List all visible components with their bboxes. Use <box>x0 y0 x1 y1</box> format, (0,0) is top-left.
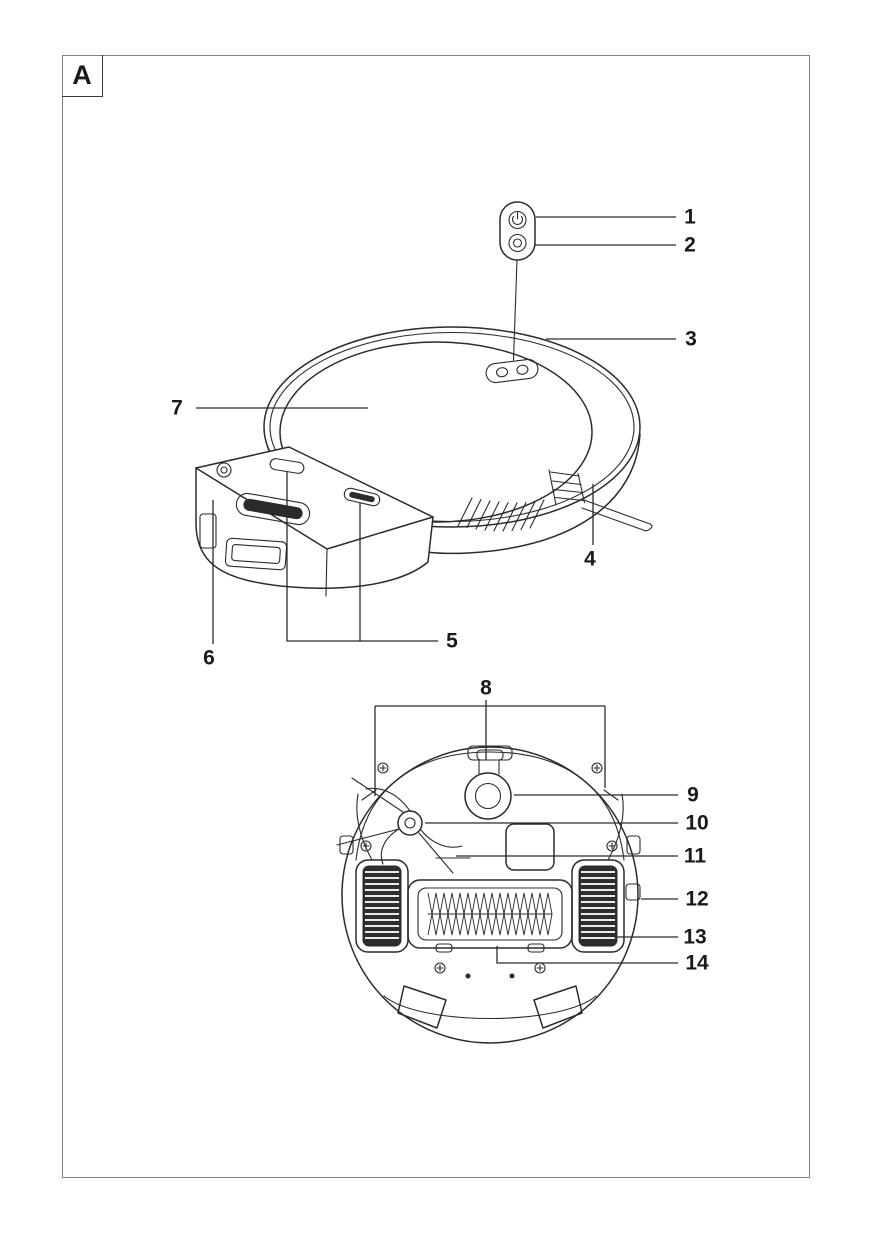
callout-number-10: 10 <box>685 811 709 835</box>
callout-number-12: 12 <box>685 887 709 911</box>
left-wheel <box>355 859 409 953</box>
rim-details <box>339 789 641 901</box>
left-rim-contact <box>339 835 354 855</box>
callout-number-14: 14 <box>685 951 709 975</box>
dock-bump <box>216 462 232 478</box>
callout-number-11: 11 <box>683 844 707 868</box>
dock-front-recess <box>224 537 288 571</box>
callout-number-9: 9 <box>687 783 699 807</box>
callout-number-7: 7 <box>171 396 183 420</box>
vent-grille-icon <box>457 497 545 532</box>
power-icon <box>508 210 527 230</box>
detail-connector-line <box>512 259 518 361</box>
dock-slot-small <box>269 458 305 474</box>
side-sensor-strip <box>548 469 586 506</box>
bumper-seam <box>355 751 625 861</box>
ring-button-icon <box>508 233 527 253</box>
figure-frame <box>62 55 810 1178</box>
callout-number-1: 1 <box>684 205 696 229</box>
top-view-illustration <box>195 201 653 597</box>
right-wheel <box>571 859 625 953</box>
robot-underside-outline <box>341 746 639 1044</box>
callout-number-4: 4 <box>584 547 596 571</box>
rim-notch <box>625 883 641 901</box>
callout-number-5: 5 <box>446 629 458 653</box>
charging-dock <box>195 446 434 597</box>
dock-opening <box>235 492 311 526</box>
callout-number-2: 2 <box>684 233 696 257</box>
front-caster-wheel <box>464 772 512 820</box>
front-bumper-latch <box>467 745 513 775</box>
power-button-pill <box>485 358 539 384</box>
callout-number-13: 13 <box>683 925 707 949</box>
figure-label: A <box>72 60 92 90</box>
screws <box>360 762 618 979</box>
dock-side-vent <box>199 513 217 549</box>
rear-pads <box>383 985 597 1029</box>
figure-label-box: A <box>62 55 103 97</box>
main-brush-assembly <box>407 879 573 953</box>
callout-number-8: 8 <box>480 676 492 700</box>
callout-number-3: 3 <box>685 327 697 351</box>
bottom-view-illustration <box>336 745 641 1044</box>
control-buttons-detail <box>499 201 536 261</box>
right-rim-contact <box>626 835 641 855</box>
dust-compartment <box>505 823 555 871</box>
callout-lines <box>196 216 678 964</box>
side-brush <box>336 777 463 874</box>
callout-number-6: 6 <box>203 646 215 670</box>
dock-slot-ramp <box>343 487 381 507</box>
